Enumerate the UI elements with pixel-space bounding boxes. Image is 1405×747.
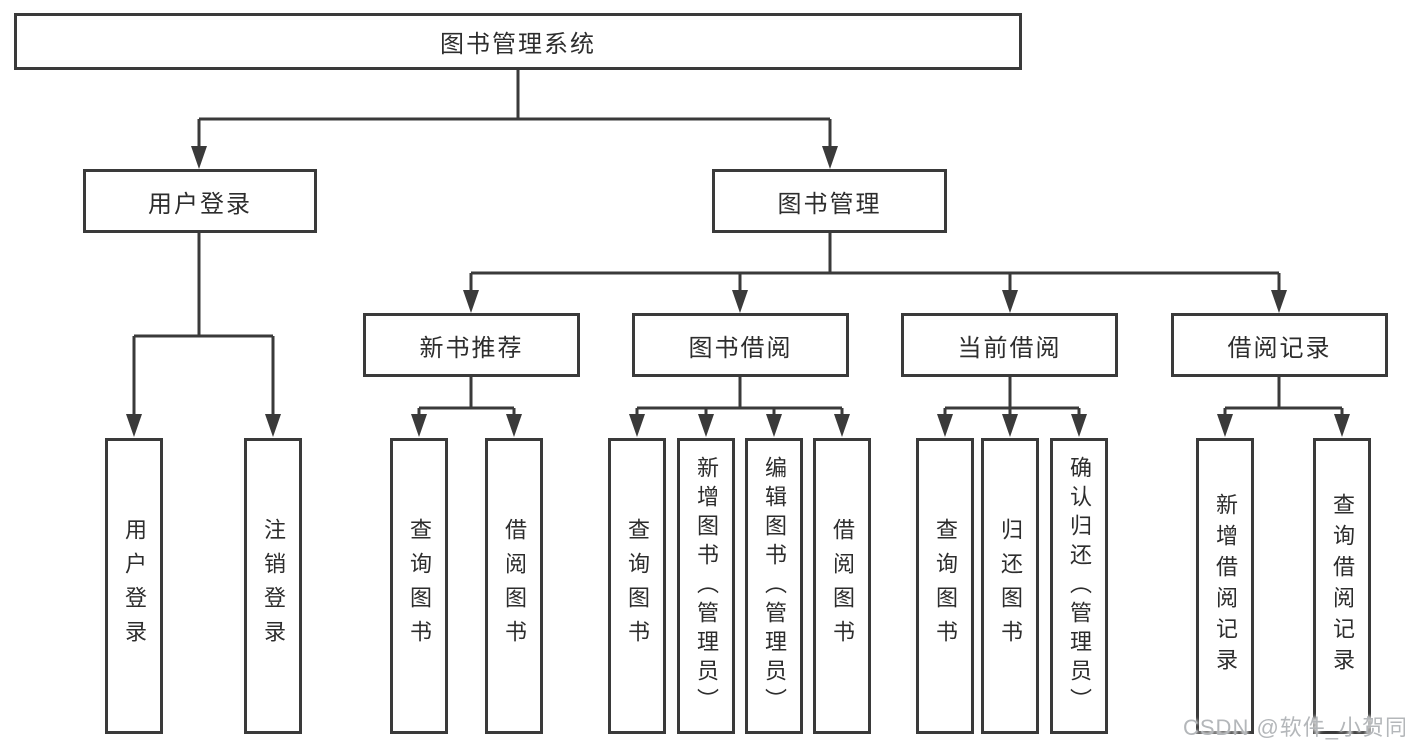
leaf-borrow-book-borrow: 借阅图书 — [813, 438, 871, 734]
node-borrow-records: 借阅记录 — [1171, 313, 1388, 377]
leaf-add-borrow-record: 新增借阅记录 — [1196, 438, 1254, 734]
node-root-library-system: 图书管理系统 — [14, 13, 1022, 70]
node-book-borrow: 图书借阅 — [632, 313, 849, 377]
node-current-borrow: 当前借阅 — [901, 313, 1118, 377]
leaf-add-book-admin: 新增图书（管理员） — [677, 438, 735, 734]
leaf-logout: 注销登录 — [244, 438, 302, 734]
leaf-query-borrow-record: 查询借阅记录 — [1313, 438, 1371, 734]
csdn-watermark: CSDN @软件_小贺同学 — [1183, 715, 1405, 740]
leaf-borrow-book-recommend: 借阅图书 — [485, 438, 543, 734]
leaf-edit-book-admin: 编辑图书（管理员） — [745, 438, 803, 734]
leaf-confirm-return-admin: 确认归还（管理员） — [1050, 438, 1108, 734]
node-book-management: 图书管理 — [712, 169, 947, 233]
leaf-user-login: 用户登录 — [105, 438, 163, 734]
arrowheads — [126, 146, 1350, 437]
node-user-login: 用户登录 — [83, 169, 317, 233]
connector-lines — [132, 70, 1344, 418]
leaf-query-book-recommend: 查询图书 — [390, 438, 448, 734]
node-new-book-recommend: 新书推荐 — [363, 313, 580, 377]
leaf-return-book: 归还图书 — [981, 438, 1039, 734]
leaf-query-book-current: 查询图书 — [916, 438, 974, 734]
leaf-query-book-borrow: 查询图书 — [608, 438, 666, 734]
